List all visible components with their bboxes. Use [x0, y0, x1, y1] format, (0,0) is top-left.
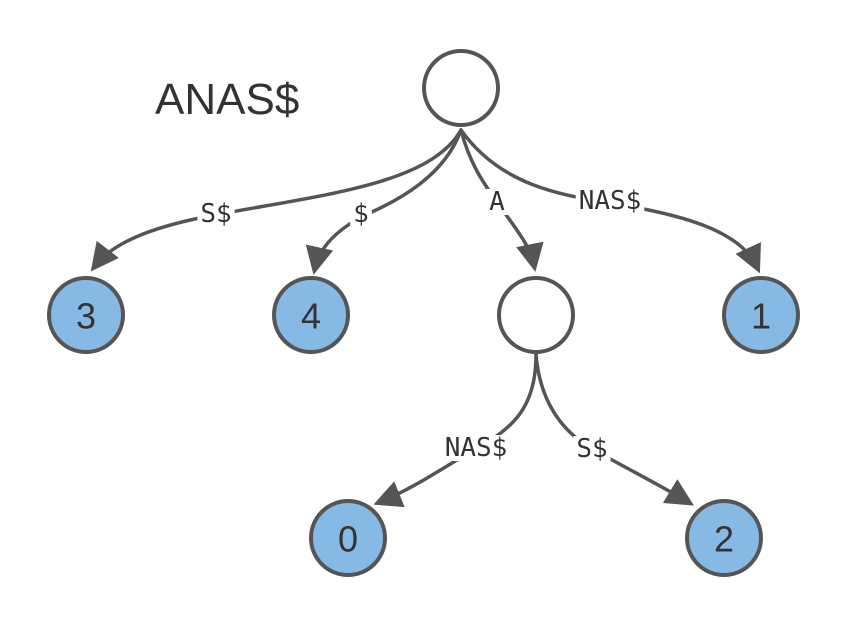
node-label-leaf-0: 0: [338, 519, 358, 560]
internal-node-node-a: [497, 276, 575, 354]
edge-labels-layer: S$ $ A NAS$ NAS$ S$: [197, 186, 645, 464]
node-label-leaf-2: 2: [714, 519, 734, 560]
internal-node-root: [422, 49, 500, 127]
edge-node-a-to-leaf-2: [534, 353, 694, 506]
edge-label-background: [575, 188, 645, 214]
edge-label-root-to-leaf-3: S$: [200, 199, 231, 229]
node-label-leaf-1: 1: [751, 296, 771, 337]
edge-label-background: [486, 189, 509, 215]
nodes-layer: 3 4 1 0 2: [47, 49, 800, 577]
edge-label-root-to-leaf-1: NAS$: [579, 186, 642, 216]
node-label-leaf-4: 4: [301, 296, 321, 337]
edge-label-background: [573, 436, 611, 462]
edge-root-to-leaf-4: [305, 128, 463, 275]
leaf-node-leaf-3: [47, 276, 125, 354]
node-label-leaf-3: 3: [76, 296, 96, 337]
edge-label-root-to-node-a: A: [489, 187, 505, 217]
edge-label-node-a-to-leaf-0: NAS$: [445, 433, 508, 463]
edge-label-background: [197, 201, 235, 227]
leaf-node-leaf-4: [272, 276, 350, 354]
edge-label-background: [441, 435, 511, 461]
leaf-node-leaf-2: [685, 499, 763, 577]
edge-node-a-to-leaf-0: [373, 353, 538, 508]
edge-root-to-leaf-3: [90, 128, 463, 272]
edge-label-root-to-leaf-4: $: [353, 199, 369, 229]
edge-label-node-a-to-leaf-2: S$: [576, 434, 607, 464]
edge-label-background: [350, 201, 372, 227]
leaf-node-leaf-1: [722, 276, 800, 354]
edges-layer: [90, 128, 761, 508]
diagram-title: ANAS$: [155, 75, 299, 124]
leaf-node-leaf-0: [309, 499, 387, 577]
